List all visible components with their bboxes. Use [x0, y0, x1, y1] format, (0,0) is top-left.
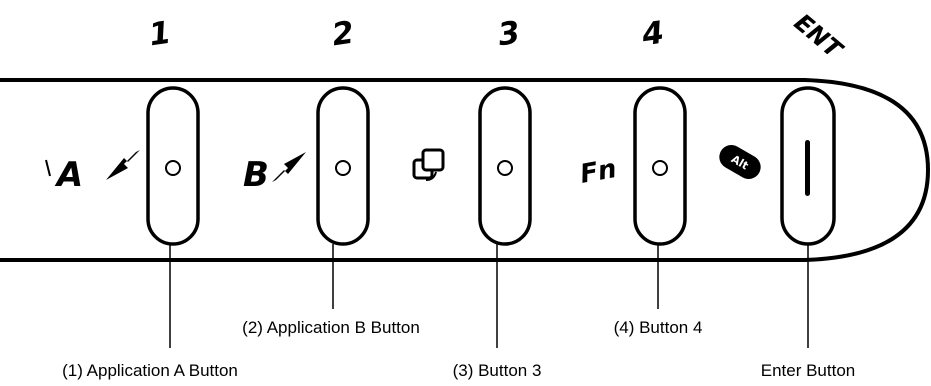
- label-key-2: 2: [330, 15, 356, 54]
- fn-icon: Fn: [578, 154, 619, 190]
- label-key-enter: ENT: [789, 8, 849, 64]
- callout-app-a: (1) Application A Button: [62, 361, 238, 380]
- enter-button[interactable]: [780, 86, 836, 246]
- arrow-down-left-icon: [106, 150, 140, 180]
- app-a-icon-letter: A: [54, 155, 83, 195]
- button-3[interactable]: [478, 86, 532, 246]
- leader-lines: [169, 244, 809, 348]
- window-switch-icon: [412, 148, 445, 181]
- app-b-icon-letter: B: [243, 155, 269, 195]
- label-key-1: 1: [147, 15, 173, 54]
- app-b-icon: B: [243, 152, 306, 195]
- panel-outline: [0, 78, 931, 262]
- label-key-4: 4: [639, 15, 666, 54]
- application-b-button[interactable]: [316, 86, 370, 246]
- arrow-up-right-icon: [272, 152, 306, 182]
- button-4[interactable]: [633, 86, 687, 246]
- label-key-3: 3: [496, 15, 522, 54]
- application-a-button[interactable]: [146, 86, 200, 246]
- callout-app-b: (2) Application B Button: [242, 318, 420, 337]
- callout-enter: Enter Button: [761, 361, 856, 380]
- alt-icon: Alt: [719, 145, 761, 179]
- callout-button-3: (3) Button 3: [453, 361, 542, 380]
- callout-button-4: (4) Button 4: [614, 318, 703, 337]
- app-a-icon: A: [45, 150, 140, 195]
